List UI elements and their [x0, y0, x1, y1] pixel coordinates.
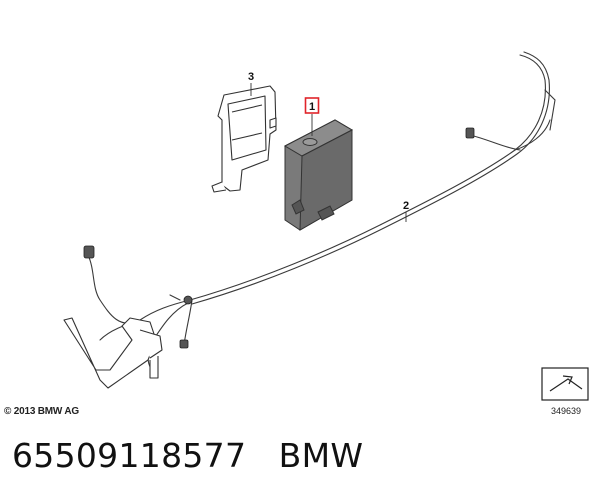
orientation-icon	[541, 367, 589, 401]
callout-1-highlight-box	[304, 97, 320, 114]
control-module-part	[283, 119, 354, 231]
parts-diagram: 1 2 3	[63, 51, 589, 401]
callout-1: 1	[304, 97, 320, 114]
bracket-part	[211, 85, 277, 193]
part-footer: 65509118577 BMW	[12, 436, 363, 475]
leader-lines	[250, 83, 407, 222]
callout-3: 3	[248, 71, 254, 83]
copyright-text: © 2013 BMW AG	[4, 406, 79, 417]
connector-parts	[83, 127, 475, 349]
callout-2-label: 2	[403, 200, 409, 212]
brand-name: BMW	[278, 436, 364, 475]
callout-1-label: 1	[309, 101, 315, 113]
callout-2: 2	[403, 200, 409, 212]
callout-3-label: 3	[248, 71, 254, 83]
mounting-bracket-part	[63, 317, 163, 389]
diagram-reference-number: 349639	[551, 406, 582, 416]
wiring-harness-part	[87, 51, 556, 373]
part-number: 65509118577	[12, 436, 247, 475]
